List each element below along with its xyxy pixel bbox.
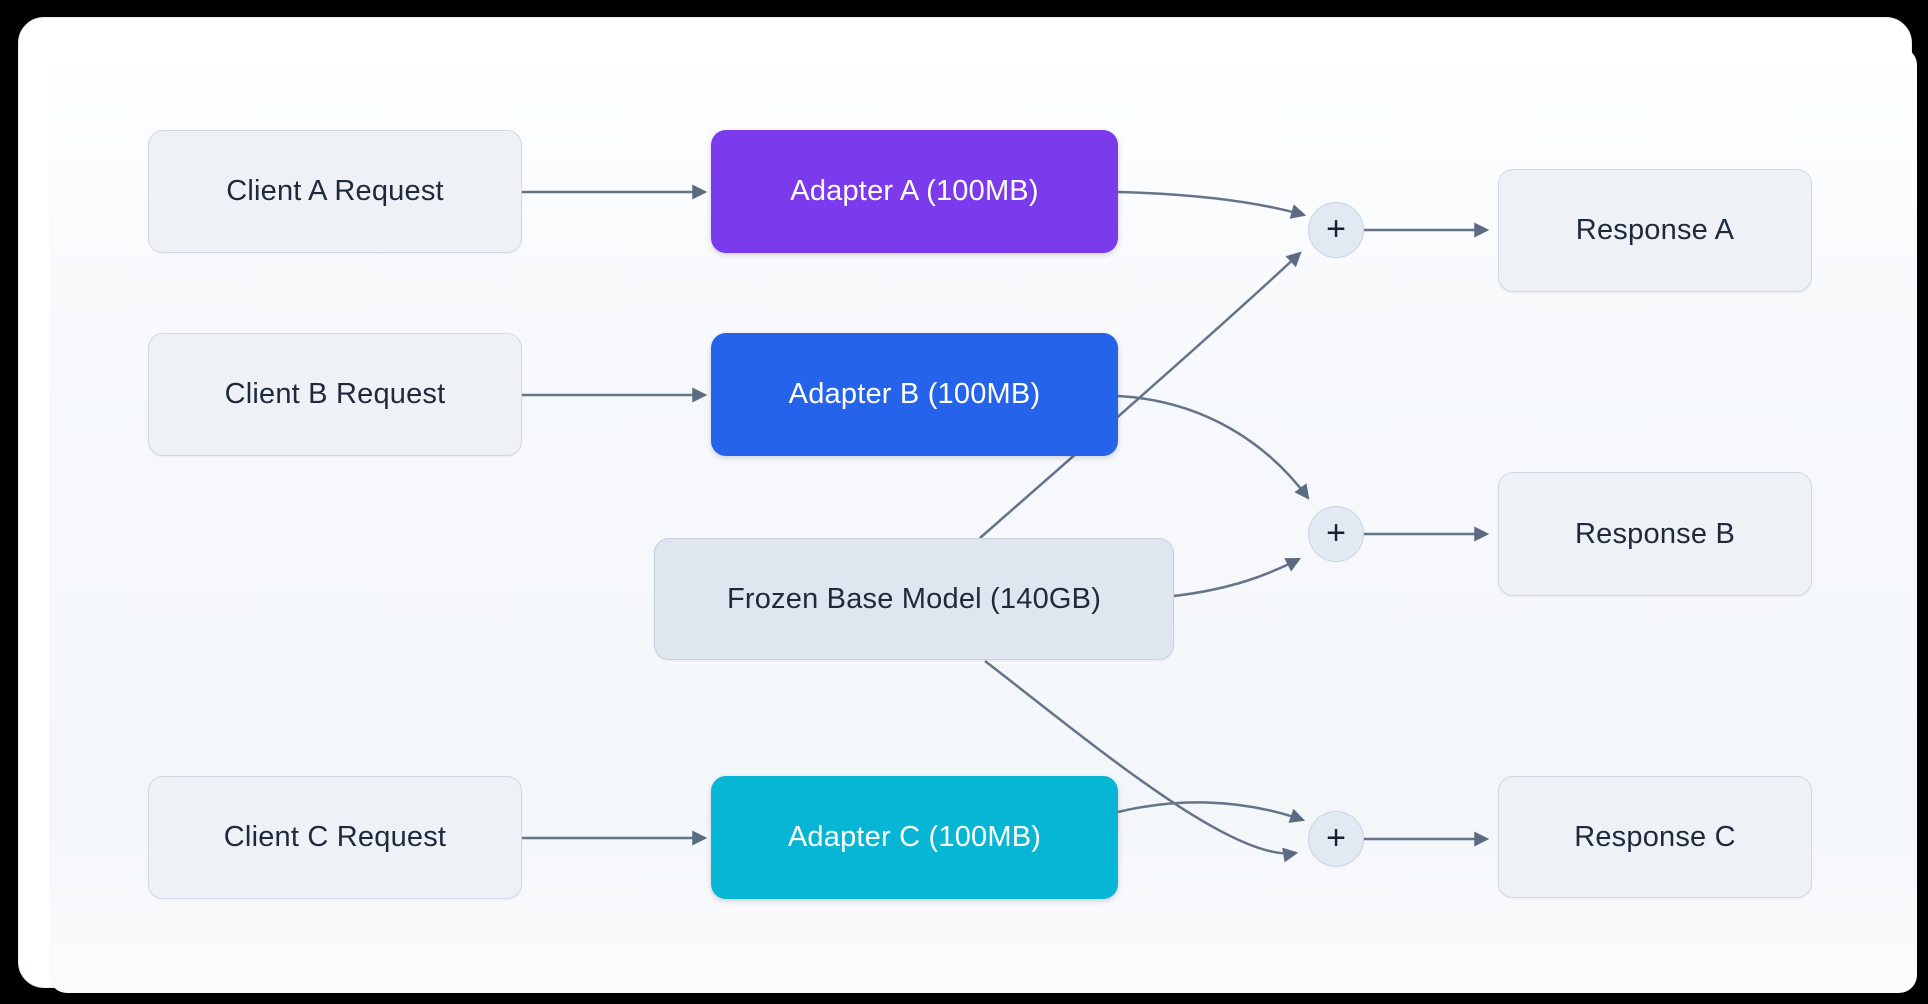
node-label: Adapter B (100MB) bbox=[788, 378, 1041, 410]
plus-icon: + bbox=[1326, 818, 1346, 857]
merge-node-a: + bbox=[1308, 202, 1364, 258]
edge-adapter-c-to-merge-c bbox=[1117, 801, 1306, 823]
node-response-b: Response B bbox=[1498, 472, 1812, 596]
node-adapter-b: Adapter B (100MB) bbox=[711, 333, 1118, 456]
node-label: Client A Request bbox=[226, 175, 444, 207]
node-label: Frozen Base Model (140GB) bbox=[726, 582, 1102, 615]
edge-frozen-to-merge-c bbox=[984, 660, 1299, 863]
node-label: Response B bbox=[1575, 517, 1735, 550]
node-label: Client C Request bbox=[223, 821, 447, 853]
node-label: Adapter A (100MB) bbox=[790, 175, 1039, 207]
edge-frozen-to-merge-a bbox=[979, 251, 1302, 539]
node-label: Response C bbox=[1574, 820, 1736, 853]
edge-adapter-b-to-merge-b bbox=[1117, 394, 1310, 500]
node-response-a: Response A bbox=[1498, 169, 1812, 292]
node-adapter-c: Adapter C (100MB) bbox=[711, 776, 1118, 899]
edge-frozen-to-merge-b bbox=[1173, 557, 1301, 598]
merge-node-c: + bbox=[1308, 811, 1364, 867]
node-adapter-a: Adapter A (100MB) bbox=[711, 130, 1118, 253]
edge-adapter-a-to-merge-a bbox=[1117, 190, 1307, 219]
node-client-a-request: Client A Request bbox=[148, 130, 522, 253]
node-label: Client B Request bbox=[224, 378, 446, 410]
node-client-b-request: Client B Request bbox=[148, 333, 522, 456]
plus-icon: + bbox=[1326, 513, 1346, 552]
node-label: Adapter C (100MB) bbox=[787, 821, 1042, 853]
node-frozen-base-model: Frozen Base Model (140GB) bbox=[654, 538, 1174, 660]
node-client-c-request: Client C Request bbox=[148, 776, 522, 899]
node-response-c: Response C bbox=[1498, 776, 1812, 898]
merge-node-b: + bbox=[1308, 506, 1364, 562]
plus-icon: + bbox=[1326, 209, 1346, 248]
node-label: Response A bbox=[1575, 214, 1735, 246]
